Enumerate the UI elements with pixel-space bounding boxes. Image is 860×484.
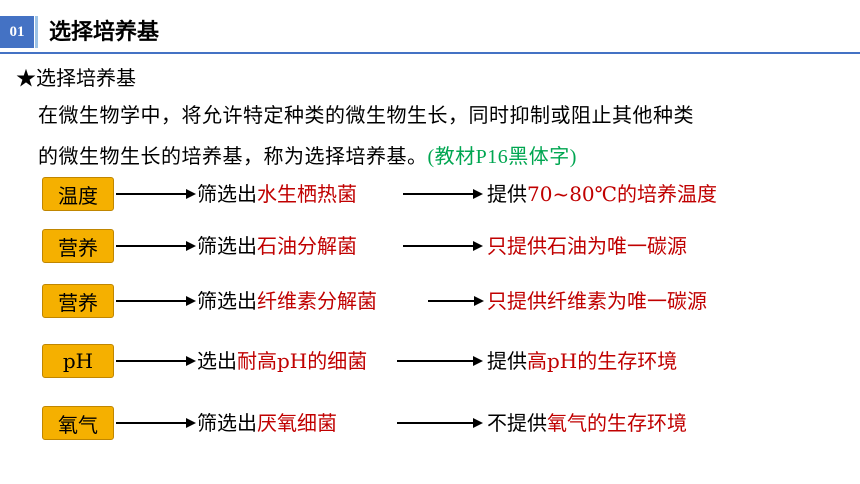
- condition-verb: 只提供: [487, 289, 547, 313]
- condition-provided: 提供70~80℃的培养温度: [487, 177, 717, 211]
- subtitle-text: 选择培养基: [36, 66, 136, 90]
- arrow-icon: [397, 413, 483, 433]
- screening-result: 筛选出厌氧细菌: [197, 406, 337, 440]
- target-microbe: 厌氧细菌: [257, 411, 337, 435]
- target-microbe: 耐高pH的细菌: [237, 349, 368, 373]
- screening-result: 筛选出石油分解菌: [197, 229, 357, 263]
- screening-verb: 筛选出: [197, 411, 257, 435]
- factor-tag: 营养: [42, 284, 114, 318]
- condition-verb: 不提供: [487, 411, 547, 435]
- condition-detail: 纤维素为唯一碳源: [547, 289, 707, 313]
- header-separator: [35, 16, 38, 48]
- target-microbe: 纤维素分解菌: [257, 289, 377, 313]
- condition-detail: 的生存环境: [587, 411, 687, 435]
- arrow-icon: [403, 184, 483, 204]
- arrow-icon: [116, 351, 196, 371]
- screening-verb: 筛选出: [197, 234, 257, 258]
- definition-line-1: 在微生物学中，将允许特定种类的微生物生长，同时抑制或阻止其他种类: [38, 103, 694, 127]
- screening-verb: 选出: [197, 349, 237, 373]
- definition-text: 的微生物生长的培养基，称为选择培养基。: [38, 144, 428, 168]
- factor-row-temperature: 温度 筛选出水生栖热菌 提供70~80℃的培养温度: [0, 177, 860, 211]
- condition-provided: 只提供石油为唯一碳源: [487, 229, 687, 263]
- condition-highlight: 高pH: [527, 349, 578, 373]
- factor-tag: 营养: [42, 229, 114, 263]
- target-microbe: 石油分解菌: [257, 234, 357, 258]
- arrow-icon: [403, 236, 483, 256]
- definition-line-2: 的微生物生长的培养基，称为选择培养基。(教材P16黑体字): [38, 142, 577, 171]
- section-title: 选择培养基: [49, 19, 160, 45]
- arrow-icon: [116, 413, 196, 433]
- arrow-icon: [116, 184, 196, 204]
- condition-detail: 70~80℃的培养温度: [527, 182, 718, 206]
- arrow-icon: [116, 291, 196, 311]
- condition-verb: 提供: [487, 349, 527, 373]
- subtitle: ★选择培养基: [16, 64, 136, 92]
- factor-row-oxygen: 氧气 筛选出厌氧细菌 不提供氧气的生存环境: [0, 406, 860, 440]
- condition-highlight: 氧气: [547, 411, 587, 435]
- section-number-badge: 01: [0, 16, 34, 48]
- star-icon: ★: [16, 66, 36, 90]
- factor-row-ph: pH 选出耐高pH的细菌 提供高pH的生存环境: [0, 344, 860, 378]
- factor-tag: pH: [42, 344, 114, 378]
- arrow-icon: [116, 236, 196, 256]
- condition-verb: 提供: [487, 182, 527, 206]
- target-microbe: 水生栖热菌: [257, 182, 357, 206]
- factor-row-nutrition-cellulose: 营养 筛选出纤维素分解菌 只提供纤维素为唯一碳源: [0, 284, 860, 318]
- condition-provided: 不提供氧气的生存环境: [487, 406, 687, 440]
- screening-verb: 筛选出: [197, 289, 257, 313]
- screening-verb: 筛选出: [197, 182, 257, 206]
- condition-provided: 只提供纤维素为唯一碳源: [487, 284, 707, 318]
- condition-detail: 的生存环境: [577, 349, 678, 373]
- condition-provided: 提供高pH的生存环境: [487, 344, 677, 378]
- factor-tag: 氧气: [42, 406, 114, 440]
- condition-detail: 石油为唯一碳源: [547, 234, 687, 258]
- screening-result: 筛选出水生栖热菌: [197, 177, 357, 211]
- arrow-icon: [428, 291, 484, 311]
- textbook-note: (教材P16黑体字): [427, 146, 577, 168]
- header-underline: [0, 52, 860, 54]
- screening-result: 筛选出纤维素分解菌: [197, 284, 377, 318]
- arrow-icon: [397, 351, 483, 371]
- condition-verb: 只提供: [487, 234, 547, 258]
- screening-result: 选出耐高pH的细菌: [197, 344, 367, 378]
- factor-row-nutrition-petroleum: 营养 筛选出石油分解菌 只提供石油为唯一碳源: [0, 229, 860, 263]
- factor-tag: 温度: [42, 177, 114, 211]
